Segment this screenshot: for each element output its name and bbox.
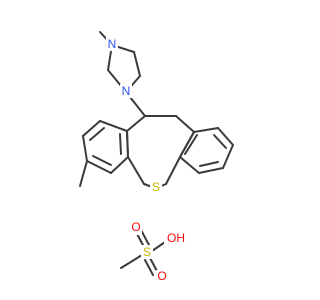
right-benzene-bond-5	[179, 156, 200, 174]
right-benzene-inner-3	[184, 134, 198, 155]
central-bond-3	[126, 115, 146, 132]
central-bond-5	[127, 156, 145, 185]
left-benzene-ring	[79, 120, 129, 187]
left-benzene-bond-1	[99, 120, 128, 132]
hydroxyl-label: OH	[167, 231, 185, 245]
left-methyl-bond	[79, 160, 88, 187]
nitrogen-top-label: N	[108, 37, 117, 51]
s-o-bottom-bond-2	[144, 259, 154, 276]
s-o-top-bond-2	[140, 229, 150, 246]
right-benzene-bond-2	[217, 127, 234, 146]
central-thiepine-ring	[126, 115, 195, 189]
left-benzene-bond-3	[82, 135, 88, 162]
left-benzene-bond-6	[126, 130, 129, 158]
right-benzene-bond-4	[198, 167, 224, 174]
right-benzene-bond-3	[222, 144, 234, 169]
oxygen-top-label: O	[131, 220, 140, 234]
sulfur-ring-label: S	[152, 180, 160, 194]
methyl-s-bond	[120, 254, 143, 269]
central-bond-7	[165, 156, 181, 185]
molecule-structure-diagram: N N S S O O OH	[79, 31, 234, 284]
left-benzene-bond-4	[86, 160, 112, 174]
left-benzene-inner-1	[89, 127, 105, 141]
left-benzene-inner-2	[92, 155, 112, 166]
left-benzene-inner-3	[119, 133, 122, 155]
right-benzene-bond-1	[193, 127, 219, 133]
central-bond-2	[175, 115, 195, 133]
left-benzene-bond-5	[110, 156, 129, 174]
right-benzene-bond-6	[179, 131, 195, 158]
structure-svg: N N S S O O OH	[79, 31, 234, 284]
right-benzene-ring	[179, 127, 234, 174]
left-benzene-bond-2	[82, 120, 101, 137]
oxygen-bottom-label: O	[157, 269, 166, 283]
right-benzene-inner-1	[213, 134, 227, 149]
piperazine-bond-3	[133, 51, 141, 77]
sulfonyl-sulfur-label: S	[143, 245, 151, 259]
nitrogen-bottom-label: N	[122, 84, 131, 98]
right-benzene-inner-2	[199, 161, 219, 167]
